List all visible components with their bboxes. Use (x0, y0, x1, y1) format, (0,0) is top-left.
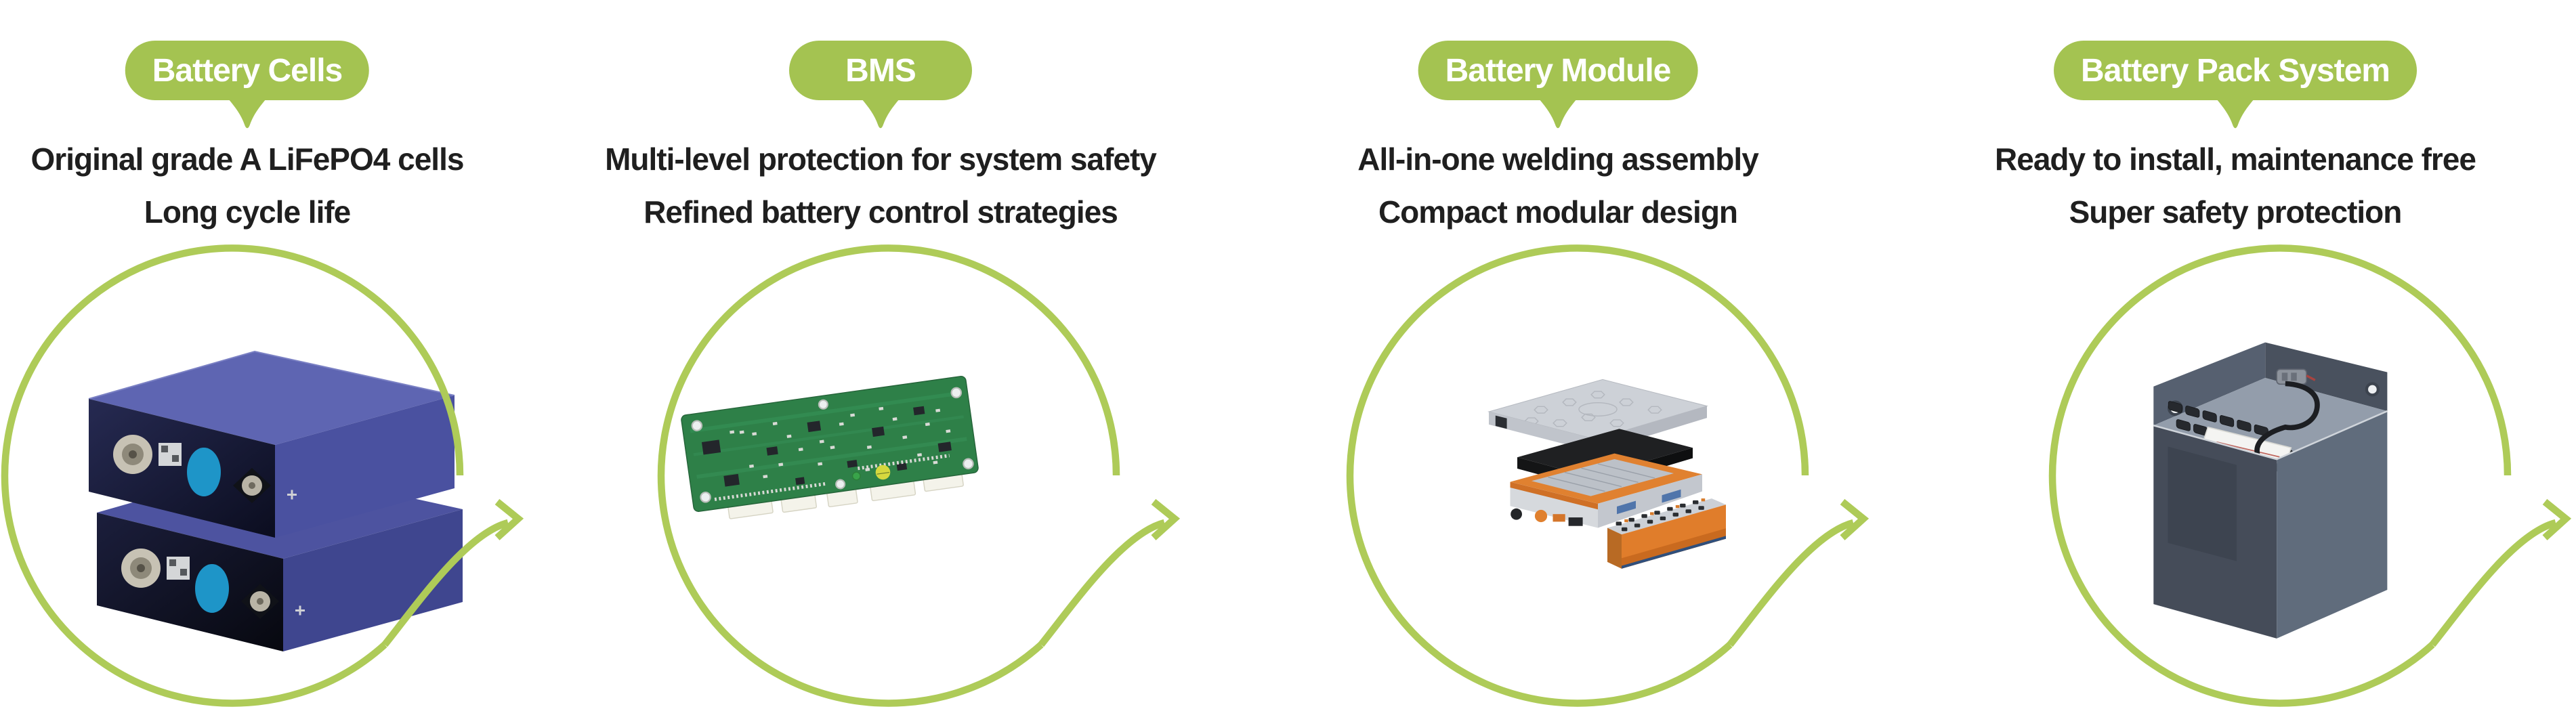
description-line: Super safety protection (2069, 194, 2403, 230)
pill-tail-pointer-icon (1539, 99, 1577, 129)
step-description: Ready to install, maintenance free Super… (1914, 133, 2557, 238)
step-label: Battery Module (1445, 52, 1672, 89)
arrowhead-chevron-icon (1840, 498, 1870, 540)
lifting-eyelet-hole (2365, 382, 2380, 397)
forklift-battery-pack-case-photo (2153, 342, 2388, 639)
step-battery-cells: Battery Cells Original grade A LiFePO4 c… (0, 0, 569, 709)
step-description: Multi-level protection for system safety… (559, 133, 1202, 238)
step-description: Original grade A LiFePO4 cells Long cycl… (0, 133, 569, 238)
step-label: Battery Cells (152, 52, 343, 89)
step-description: All-in-one welding assembly Compact modu… (1236, 133, 1880, 238)
arrowhead-chevron-icon (2542, 498, 2572, 540)
arrow-swoosh (1038, 519, 1166, 647)
description-line: Long cycle life (144, 194, 352, 230)
description-line: Original grade A LiFePO4 cells (30, 142, 465, 177)
description-line: Compact modular design (1378, 194, 1738, 230)
arrow-swoosh (1727, 519, 1855, 647)
arrowhead-chevron-icon (494, 498, 524, 540)
description-line: Multi-level protection for system safety (605, 142, 1157, 177)
stacked-prismatic-lifepo4-cells-photo (88, 350, 463, 651)
description-line: Ready to install, maintenance free (1995, 142, 2476, 177)
step-label: Battery Pack System (2081, 52, 2390, 89)
step-battery-pack-system: Battery Pack System Ready to install, ma… (1914, 0, 2572, 709)
pill-tail-pointer-icon (2216, 99, 2254, 129)
pcb-board (681, 376, 979, 519)
pill-tail-pointer-icon (228, 99, 266, 129)
step-label-pill: Battery Module (1418, 41, 1698, 100)
description-line: Refined battery control strategies (643, 194, 1118, 230)
step-label-pill: Battery Pack System (2054, 41, 2417, 100)
arrowhead-chevron-icon (1151, 498, 1181, 540)
battery-module-exploded-assembly-photo (1487, 379, 1726, 569)
step-label-pill: Battery Cells (125, 41, 370, 100)
step-label-pill: BMS (789, 41, 972, 100)
green-dot-sticker (851, 471, 861, 481)
step-label: BMS (845, 52, 916, 89)
step-battery-module: Battery Module All-in-one welding assemb… (1236, 0, 1880, 709)
arrow-swoosh (2429, 519, 2557, 647)
step-bms: BMS Multi-level protection for system sa… (559, 0, 1202, 709)
bms-circuit-board-photo (681, 376, 979, 519)
description-line: All-in-one welding assembly (1357, 142, 1759, 177)
pill-tail-pointer-icon (862, 99, 900, 129)
